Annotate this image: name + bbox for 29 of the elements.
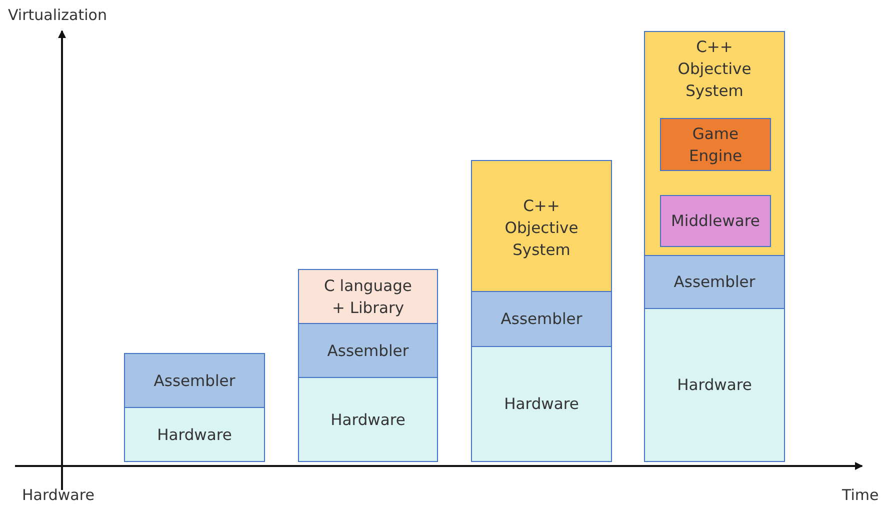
layer-box xyxy=(298,377,438,462)
layer-box xyxy=(124,407,265,462)
axis-label: Virtualization xyxy=(8,6,107,24)
layer-box xyxy=(298,269,438,324)
layer-box xyxy=(660,118,771,171)
layer-label: Assembler xyxy=(154,370,236,392)
layer-box xyxy=(660,195,771,247)
layer-box xyxy=(471,291,612,347)
layer-label: C++ Objective System xyxy=(504,196,580,261)
layer-label: Hardware xyxy=(157,424,232,446)
layer-label: Game Engine xyxy=(688,124,744,166)
layer-box xyxy=(644,31,785,256)
layer-box xyxy=(471,160,612,292)
layer-label: Hardware xyxy=(677,375,752,396)
layer-box xyxy=(124,353,265,408)
layer-label: Assembler xyxy=(327,340,409,362)
layer-box xyxy=(644,308,785,462)
layer-box xyxy=(644,255,785,309)
layer-label: Assembler xyxy=(500,309,582,330)
layer-label: Hardware xyxy=(330,410,406,430)
axis-label: Hardware xyxy=(22,486,94,504)
layer-box xyxy=(298,323,438,378)
layer-label: Assembler xyxy=(674,272,756,293)
layer-box xyxy=(471,346,612,462)
layer-label: Middleware xyxy=(671,211,760,232)
layer-label: Hardware xyxy=(504,394,579,415)
axis-label: Time xyxy=(842,486,879,504)
layer-label: C++ Objective System xyxy=(676,37,752,102)
layer-label: C language + Library xyxy=(323,276,413,318)
